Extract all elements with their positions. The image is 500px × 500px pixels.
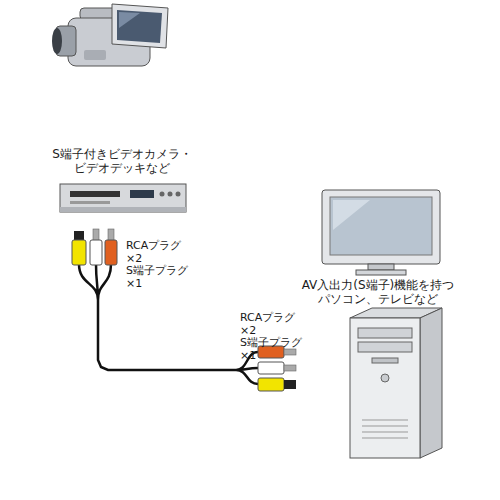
- rca-plug-white: [258, 362, 284, 374]
- tape-slot: [70, 191, 120, 197]
- camera-lens: [52, 28, 62, 54]
- tower-side: [420, 308, 442, 458]
- video-deck: [60, 184, 186, 212]
- tower-front: [350, 318, 420, 458]
- monitor-frame: [322, 190, 440, 264]
- deck-button: [160, 192, 165, 197]
- device-caption: AV入出力(S端子)機能を持つパソコン、テレビなど: [298, 279, 460, 307]
- monitor-screen: [330, 197, 432, 255]
- deck-button: [168, 192, 173, 197]
- screen-highlight: [333, 200, 370, 230]
- drive-bay: [358, 342, 412, 352]
- plug-label: RCAプラグ×2 S端子プラグ×1: [126, 240, 188, 291]
- camera-lcd-screen: [117, 10, 162, 43]
- device-label: AV入出力(S端子)機能を持つパソコン、テレビなど: [298, 279, 458, 307]
- plug-group: RCAプラグ×2 S端子プラグ×1: [66, 228, 216, 300]
- monitor-stand: [368, 264, 394, 270]
- rca-plug-red: [105, 240, 117, 265]
- cable-branch: [79, 264, 111, 300]
- power-button: [381, 374, 389, 382]
- device-caption: S端子付きビデオカメラ・ビデオデッキなど: [48, 148, 198, 178]
- s-plug-body: [258, 378, 284, 391]
- monitor: [322, 190, 440, 275]
- vent-lines: [362, 420, 408, 438]
- video-camera: [52, 4, 168, 66]
- camera-grip: [84, 50, 106, 60]
- drive-bay: [358, 328, 412, 338]
- rca-plug-tip: [284, 365, 296, 371]
- deck-base: [60, 207, 186, 212]
- s-plug-tip: [284, 380, 296, 389]
- floppy-slot: [372, 358, 398, 363]
- deck-panel-line: [70, 201, 110, 204]
- rca-plug-white: [90, 240, 102, 265]
- av-cable: [98, 300, 236, 370]
- device-label: S端子付きビデオカメラ・ビデオデッキなど: [48, 148, 196, 176]
- s-plug-body: [72, 240, 86, 265]
- plug-group: RCAプラグ×2 S端子プラグ×1: [236, 312, 312, 392]
- deck-display: [130, 190, 154, 198]
- rca-plug-tip: [108, 229, 114, 241]
- camera-lcd-panel: [112, 4, 168, 48]
- plug-label: RCAプラグ×2 S端子プラグ×1: [240, 312, 302, 363]
- deck-button: [176, 192, 181, 197]
- rca-plug-tip: [93, 229, 99, 241]
- left-plugs: [72, 229, 117, 300]
- pc-tower: [350, 308, 442, 458]
- deck-body: [60, 184, 186, 212]
- screen-highlight: [119, 12, 140, 28]
- rca-plug-tip: [284, 349, 296, 355]
- monitor-base: [356, 270, 406, 275]
